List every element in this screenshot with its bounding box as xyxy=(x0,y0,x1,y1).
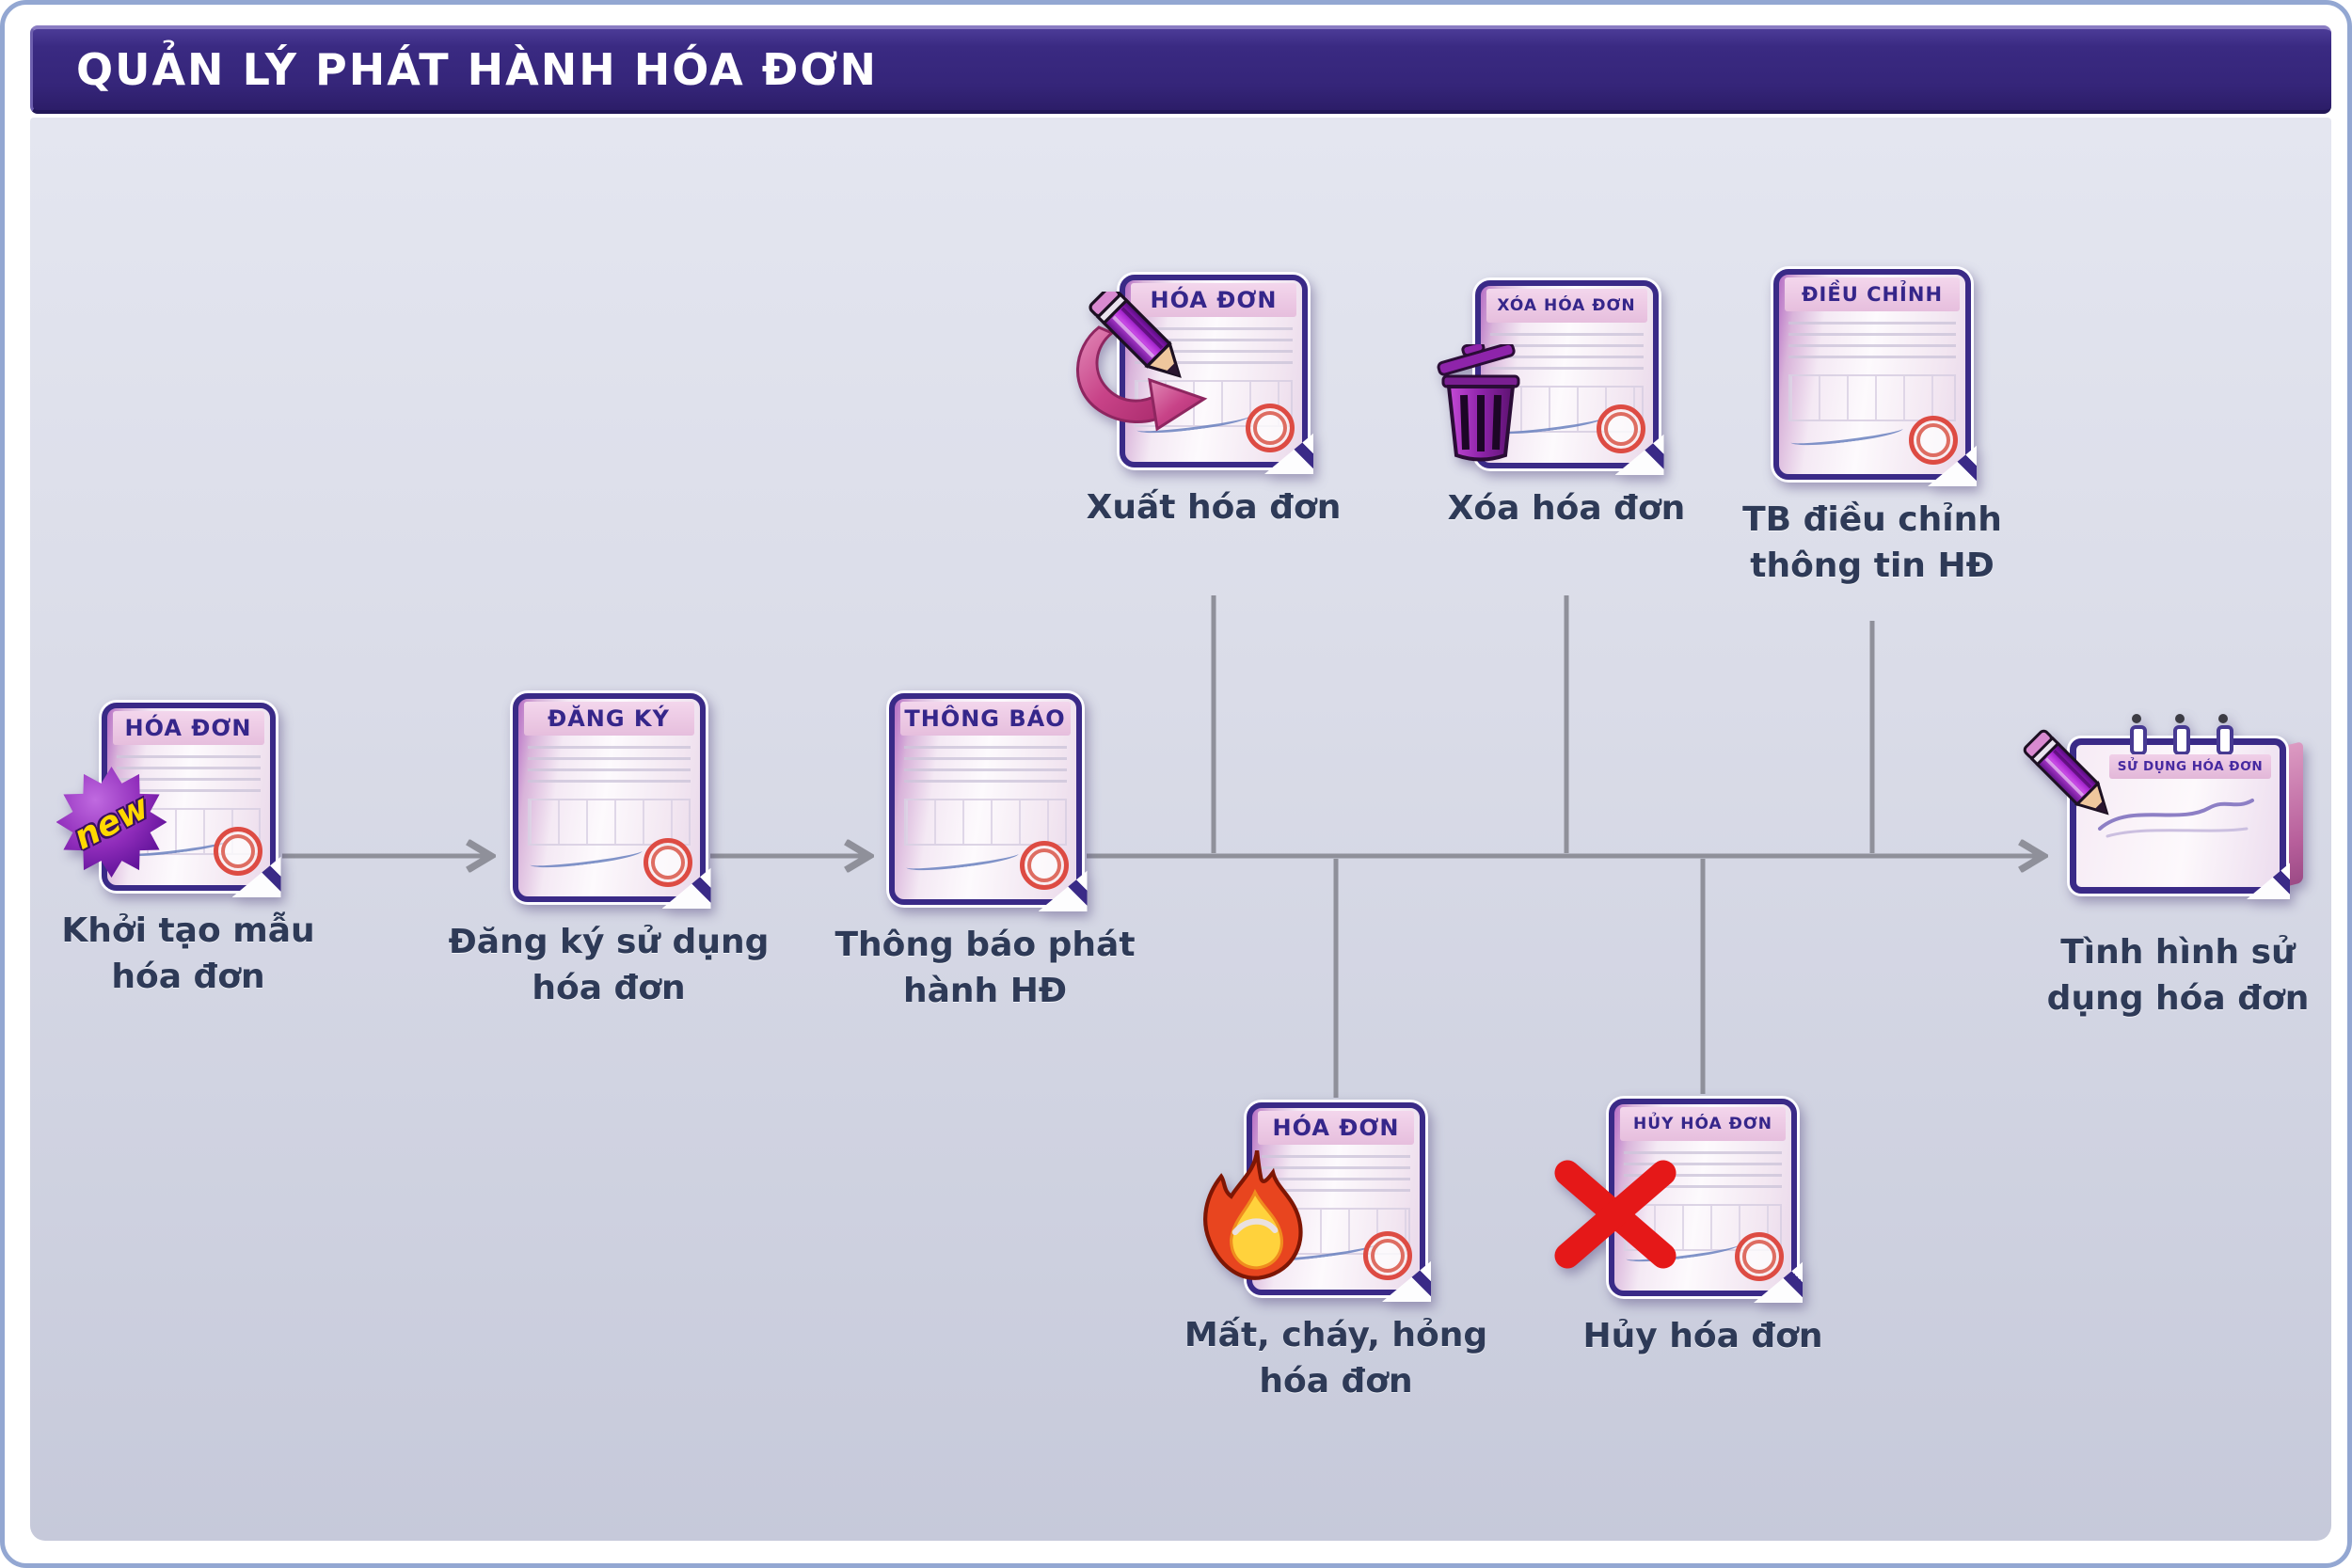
page-title: QUẢN LÝ PHÁT HÀNH HÓA ĐƠN xyxy=(76,44,878,95)
invoice-document-icon: HÓA ĐƠN xyxy=(1203,1102,1431,1302)
red-x-icon xyxy=(1554,1160,1677,1269)
red-stamp-icon xyxy=(1735,1232,1784,1281)
spiral-ring-icon xyxy=(2217,714,2233,755)
node-label: Hủy hóa đơn xyxy=(1582,1317,1823,1355)
doc-header-text: HÓA ĐƠN xyxy=(124,715,252,741)
delete-invoice-document-icon: XÓA HÓA ĐƠN xyxy=(1437,280,1664,475)
doc-header-text: THÔNG BÁO xyxy=(904,705,1066,732)
title-bar: QUẢN LÝ PHÁT HÀNH HÓA ĐƠN xyxy=(30,25,2331,114)
doc-header-text: HÓA ĐƠN xyxy=(1272,1115,1400,1141)
usage-report-notepad-icon: SỬ DỤNG HÓA ĐƠN xyxy=(2021,714,2303,899)
red-stamp-icon xyxy=(1019,841,1069,890)
adjustment-document-icon: ĐIỀU CHỈNH xyxy=(1773,269,1977,486)
spiral-ring-icon xyxy=(2173,714,2190,755)
announcement-document-icon: THÔNG BÁO xyxy=(888,693,1088,911)
flame-icon xyxy=(1203,1149,1303,1280)
node-xuat-hoa-don[interactable]: HÓA ĐƠN Xuất hóa đơn xyxy=(1044,275,1383,531)
node-huy-hoa-don[interactable]: HỦY HÓA ĐƠN Hủy hóa đơn xyxy=(1534,1099,1872,1359)
doc-header-text: HỦY HÓA ĐƠN xyxy=(1633,1115,1772,1133)
pencil-icon xyxy=(2021,727,2120,826)
doc-header-text: SỬ DỤNG HÓA ĐƠN xyxy=(2117,759,2264,774)
node-label: Xuất hóa đơn xyxy=(1086,488,1342,527)
node-xoa-hoa-don[interactable]: XÓA HÓA ĐƠN Xóa hóa đơn xyxy=(1397,280,1736,531)
red-stamp-icon xyxy=(1596,404,1645,453)
cancel-invoice-document-icon: HỦY HÓA ĐƠN xyxy=(1554,1099,1803,1303)
spiral-ring-icon xyxy=(2130,714,2147,755)
doc-header-text: HÓA ĐƠN xyxy=(1150,287,1278,313)
new-badge-icon: new xyxy=(56,767,167,878)
pencil-export-arrow-icon xyxy=(1076,292,1208,432)
trash-icon xyxy=(1437,344,1519,462)
red-stamp-icon xyxy=(1909,416,1958,465)
red-stamp-icon xyxy=(1363,1231,1412,1280)
invoice-document-icon: HÓA ĐƠN new xyxy=(56,703,281,897)
register-document-icon: ĐĂNG KÝ xyxy=(512,693,711,909)
doc-header-text: XÓA HÓA ĐƠN xyxy=(1497,296,1636,315)
doc-header-text: ĐĂNG KÝ xyxy=(548,705,670,732)
signature-squiggle xyxy=(2098,799,2254,838)
doc-header-text: ĐIỀU CHỈNH xyxy=(1801,283,1944,306)
red-stamp-icon xyxy=(643,838,692,887)
red-stamp-icon xyxy=(1246,404,1295,452)
invoice-document-icon: HÓA ĐƠN xyxy=(1076,275,1313,474)
red-stamp-icon xyxy=(213,827,262,876)
node-label: Xóa hóa đơn xyxy=(1447,489,1686,528)
